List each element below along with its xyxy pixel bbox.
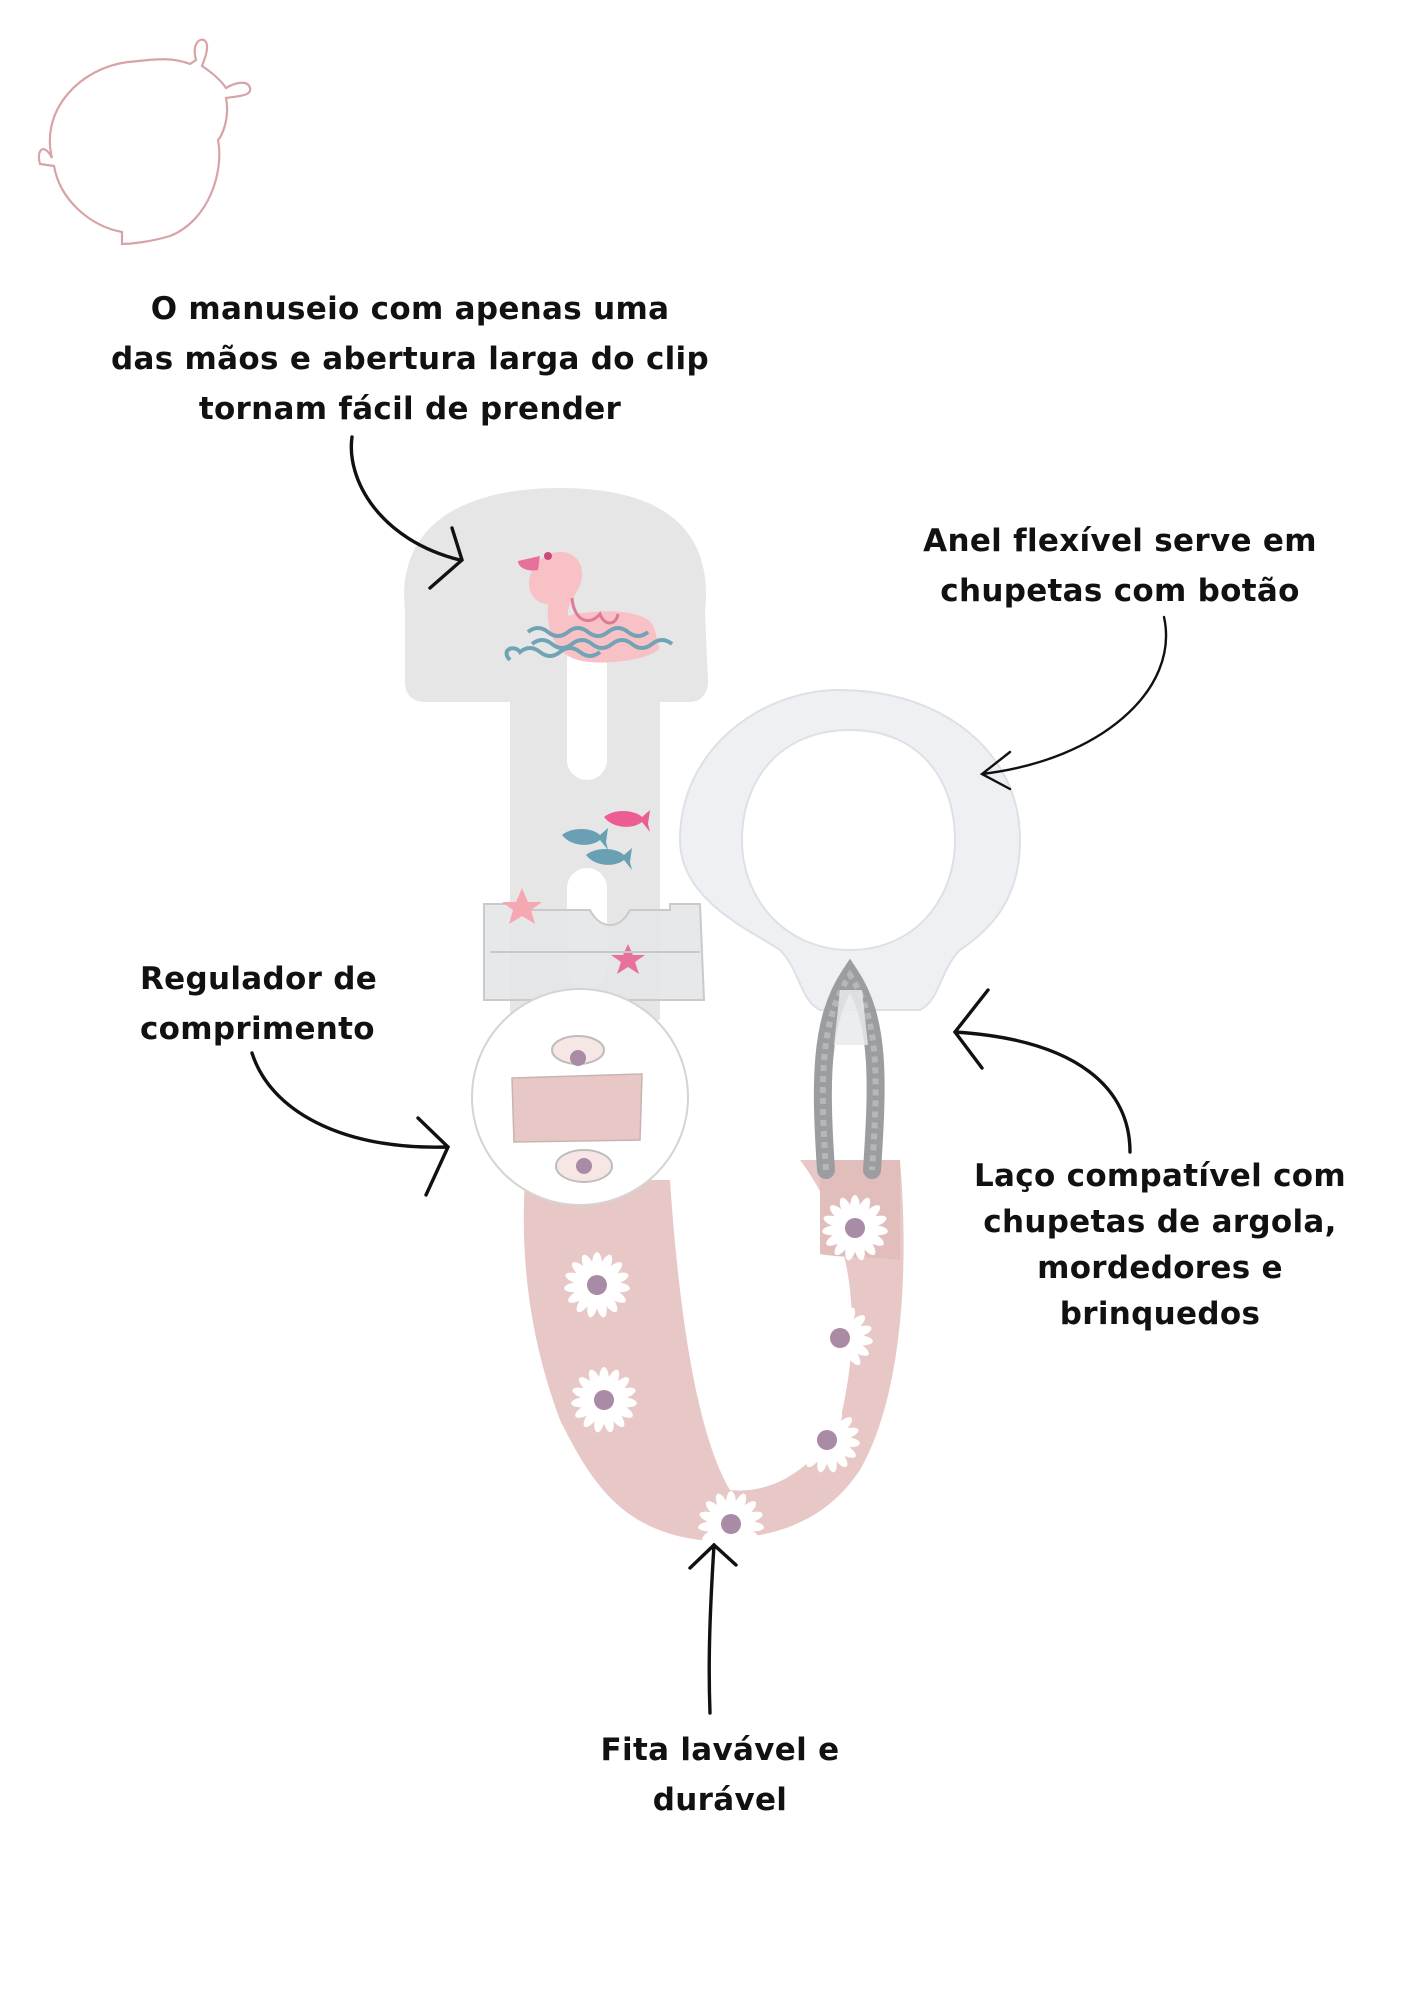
arrow-ribbon-icon (688, 1542, 738, 1715)
callout-regulator-line: Regulador de (140, 961, 378, 997)
callout-loop-line: chupetas de argola, (983, 1204, 1337, 1240)
callout-regulator-line: comprimento (140, 1011, 375, 1047)
callout-ribbon-line: Fita lavável e (600, 1732, 840, 1768)
callout-ribbon-line: durável (652, 1782, 788, 1818)
braided-cord (813, 958, 885, 1179)
callout-ring: Anel flexível serve em chupetas com botã… (910, 516, 1330, 616)
fish-print (562, 810, 650, 870)
callout-ring-line: Anel flexível serve em (923, 523, 1317, 559)
callout-regulator: Regulador de comprimento (140, 954, 377, 1054)
callout-ribbon: Fita lavável e durável (560, 1725, 880, 1825)
arrow-loop-icon (952, 988, 1132, 1154)
arrow-clip-icon (349, 435, 464, 590)
callout-ring-line: chupetas com botão (940, 573, 1300, 609)
callout-loop-line: mordedores e (1037, 1250, 1283, 1286)
length-regulator (483, 888, 706, 1001)
callout-loop-line: Laço compatível com (974, 1158, 1346, 1194)
callout-clip-line: tornam fácil de prender (198, 391, 622, 427)
callout-loop-line: brinquedos (1059, 1296, 1261, 1332)
callout-clip-line: das mãos e abertura larga do clip (111, 341, 709, 377)
callout-arrows (250, 435, 1168, 1715)
callout-loop: Laço compatível com chupetas de argola, … (960, 1153, 1360, 1337)
arrow-regulator-icon (250, 1051, 451, 1197)
callout-clip-line: O manuseio com apenas uma (150, 291, 670, 327)
callout-clip: O manuseio com apenas uma das mãos e abe… (100, 284, 720, 434)
ladybug-outline-icon (37, 38, 252, 246)
regulator-detail-lens (471, 988, 689, 1206)
swan-print (504, 551, 674, 663)
arrow-ring-icon (979, 615, 1168, 791)
ribbon (523, 1160, 904, 1558)
